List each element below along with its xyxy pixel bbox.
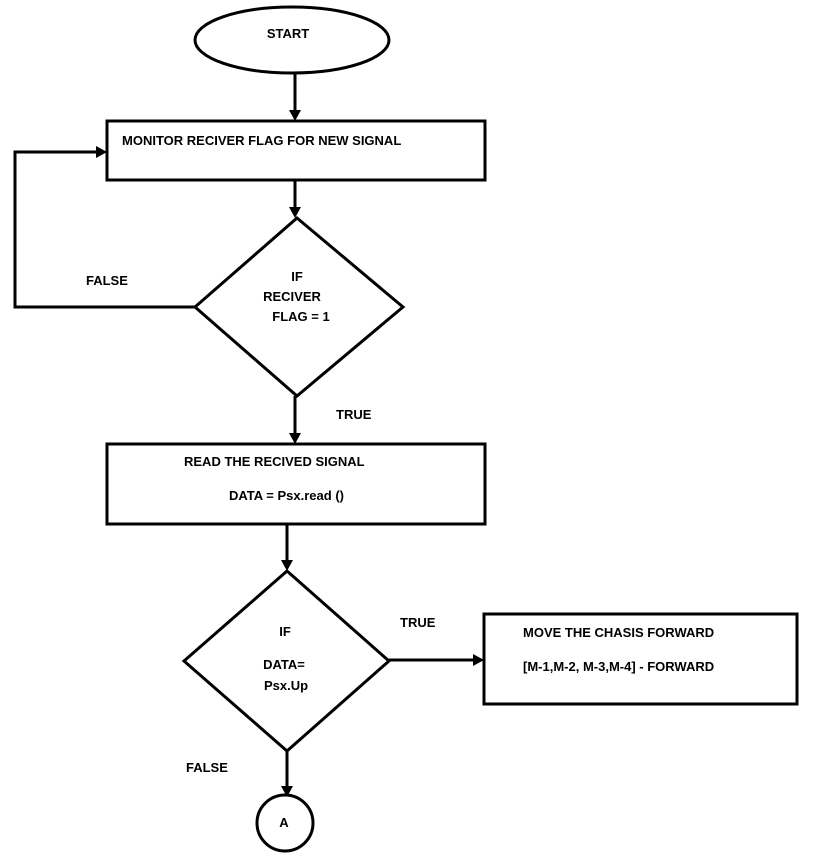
- false1-label: FALSE: [86, 273, 128, 288]
- arrowhead-read-decision2: [281, 560, 293, 571]
- false-loop-connector: [13, 150, 195, 309]
- read-line2: DATA = Psx.read (): [229, 488, 344, 503]
- read-signal-box: [105, 442, 487, 526]
- decision2-line2: DATA=: [263, 657, 305, 672]
- move-forward-box: [482, 612, 799, 706]
- monitor-process-box: [105, 119, 487, 182]
- start-terminal: [193, 5, 391, 75]
- decision1-line1: IF: [291, 269, 303, 284]
- offpage-connector-a: [255, 793, 315, 853]
- decision2-line3: Psx.Up: [264, 678, 308, 693]
- forward-line1: MOVE THE CHASIS FORWARD: [523, 625, 714, 640]
- arrowhead-decision2-forward: [473, 654, 484, 666]
- decision-receiver-flag: [192, 216, 406, 398]
- arrowhead-decision2-a: [281, 786, 293, 797]
- connector-a-label: A: [279, 815, 289, 830]
- monitor-process-label: MONITOR RECIVER FLAG FOR NEW SIGNAL: [122, 133, 401, 148]
- read-line1: READ THE RECIVED SIGNAL: [184, 454, 365, 469]
- arrowhead-decision1-read: [289, 433, 301, 444]
- false2-label: FALSE: [186, 760, 228, 775]
- decision1-line2: RECIVER: [263, 289, 321, 304]
- forward-line2: [M-1,M-2, M-3,M-4] - FORWARD: [523, 659, 714, 674]
- arrowhead-monitor-decision1: [289, 207, 301, 218]
- decision1-line3: FLAG = 1: [272, 309, 329, 324]
- start-label: START: [267, 26, 309, 41]
- true1-label: TRUE: [336, 407, 372, 422]
- arrowhead-false-loop: [96, 146, 107, 158]
- true2-label: TRUE: [400, 615, 436, 630]
- decision2-line1: IF: [279, 624, 291, 639]
- arrowhead-start-monitor: [289, 110, 301, 121]
